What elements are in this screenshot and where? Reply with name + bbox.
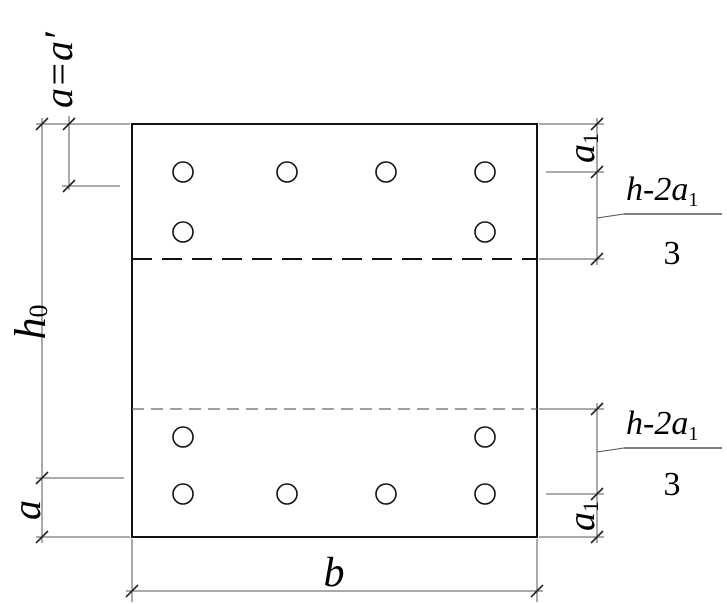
upper-spacing-fraction: h-2a1 3 xyxy=(624,171,722,272)
a1-letter: a xyxy=(561,144,603,163)
numerator-sub: 1 xyxy=(688,423,698,445)
leader-line xyxy=(596,447,625,453)
rebar-circle xyxy=(375,161,397,183)
lower-spacing-fraction: h-2a1 3 xyxy=(624,405,722,503)
numerator-text: h-2a xyxy=(626,171,688,208)
dimension-tick xyxy=(590,530,604,544)
width-label: b xyxy=(324,550,345,596)
numerator-text: h-2a xyxy=(626,405,688,442)
rebar-circle xyxy=(474,483,496,505)
top-edge-a1-label: a1 xyxy=(561,133,603,163)
dimension-tick xyxy=(590,402,604,416)
top-cover-label: a=a′ xyxy=(36,31,81,108)
rebar-circle xyxy=(276,161,298,183)
a1-sub: 1 xyxy=(578,133,603,144)
dimension-tick xyxy=(590,252,604,266)
rebar-circle xyxy=(375,483,397,505)
top-rebar-group xyxy=(172,161,496,243)
fraction-numerator: h-2a1 xyxy=(626,405,698,445)
dimension-tick xyxy=(590,117,604,131)
dimension-tick xyxy=(62,179,76,193)
fraction-denominator: 3 xyxy=(664,466,681,503)
rebar-circle xyxy=(474,426,496,448)
dimension-tick xyxy=(125,584,139,598)
dimension-tick xyxy=(35,471,49,485)
bottom-edge-a1-label: a1 xyxy=(561,501,603,531)
bottom-cover-label: a xyxy=(4,500,49,520)
numerator-sub: 1 xyxy=(688,189,698,211)
fraction-denominator: 3 xyxy=(664,235,681,272)
effective-depth-label: h0 xyxy=(6,305,55,340)
a1-letter: a xyxy=(561,512,603,531)
rebar-circle xyxy=(172,161,194,183)
rebar-circle xyxy=(276,483,298,505)
rebar-circle xyxy=(172,483,194,505)
dimension-tick xyxy=(590,165,604,179)
dimension-tick xyxy=(590,487,604,501)
a1-sub: 1 xyxy=(578,501,603,512)
dimension-tick xyxy=(35,117,49,131)
rebar-circle xyxy=(172,221,194,243)
fraction-numerator: h-2a1 xyxy=(626,171,698,211)
effective-depth-sub: 0 xyxy=(24,305,53,318)
bottom-rebar-group xyxy=(172,426,496,505)
rebar-circle xyxy=(474,161,496,183)
leader-line xyxy=(596,213,625,219)
dimension-tick xyxy=(530,584,544,598)
rebar-circle xyxy=(474,221,496,243)
dimension-tick xyxy=(62,117,76,131)
effective-depth-h: h xyxy=(6,318,55,340)
section-outline xyxy=(131,123,538,538)
rebar-circle xyxy=(172,426,194,448)
dimension-tick xyxy=(35,530,49,544)
